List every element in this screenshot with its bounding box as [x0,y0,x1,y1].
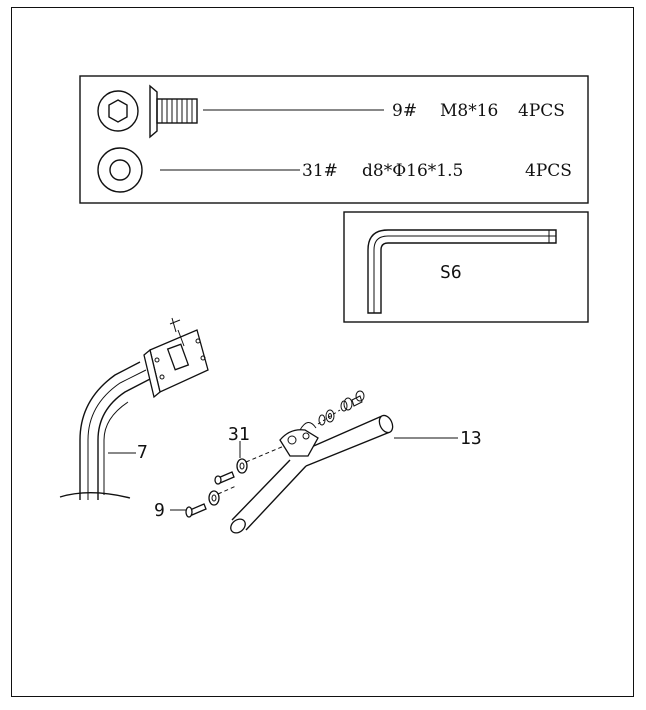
hardware-spec: d8*Φ16*1.5 [362,161,463,181]
bolt-9-assembly [185,485,237,518]
callout-part-9: 9 [154,500,165,521]
hardware-spec: M8*16 [440,101,498,121]
hardware-quantity: 4PCS [518,101,565,121]
callout-part-7: 7 [137,442,148,463]
hex-bolt-icon [97,84,198,139]
hardware-part-number: 9# [392,101,417,121]
instruction-page [11,7,634,697]
handlebar-13 [230,414,394,534]
washer-31-assembly [214,445,285,485]
tool-label: S6 [440,262,462,283]
hardware-quantity: 4PCS [525,161,572,181]
frame-post-7 [59,317,209,500]
tool-box [343,211,589,323]
upper-fasteners [317,390,365,426]
hardware-list-box [79,75,589,204]
allen-key-icon [367,229,557,314]
callout-part-13: 13 [460,428,482,449]
washer-icon [97,147,143,193]
hardware-part-number: 31# [302,161,338,181]
callout-part-31: 31 [228,424,250,445]
